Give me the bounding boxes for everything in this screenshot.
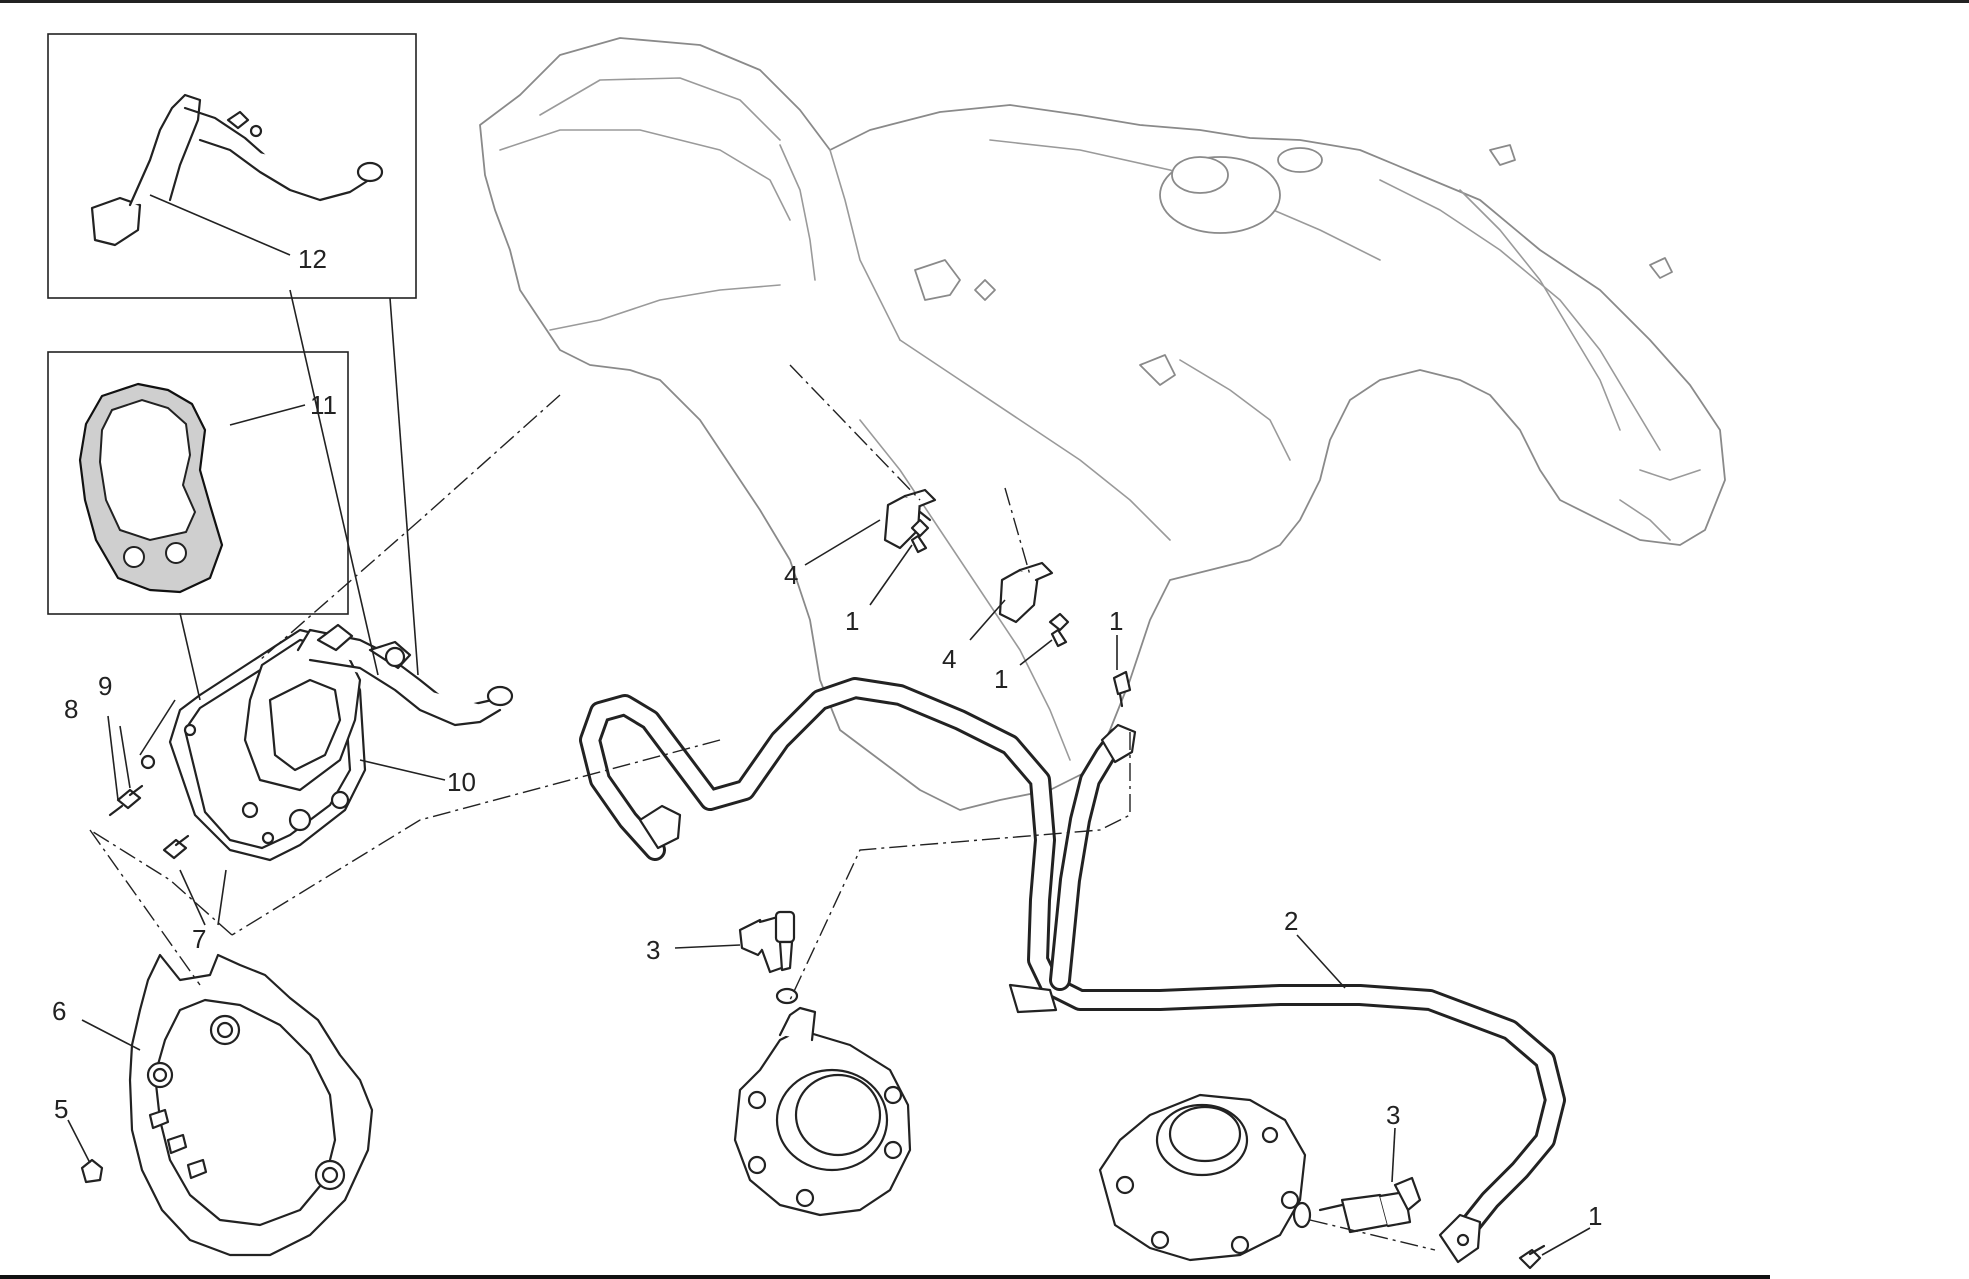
callout-1-b: 1 — [994, 664, 1008, 694]
callout-4-right: 4 — [942, 644, 956, 674]
assembly-lines — [89, 364, 1436, 1251]
callout-6: 6 — [52, 996, 66, 1026]
callout-10: 10 — [447, 767, 476, 797]
callout-2: 2 — [1284, 906, 1298, 936]
detail-box-12 — [47, 33, 417, 299]
fuel-tank — [479, 37, 1726, 811]
wiring-bracket-12 — [90, 93, 384, 247]
callout-9: 9 — [98, 671, 112, 701]
callout-1-d: 1 — [1588, 1201, 1602, 1231]
callout-3-left: 3 — [646, 935, 660, 965]
leader-lines — [67, 194, 1591, 1256]
callout-labels: 12 11 10 9 8 7 6 5 4 4 1 1 1 1 3 3 2 — [52, 244, 1602, 1231]
injector-3-left — [738, 910, 799, 1005]
callout-4-left: 4 — [784, 560, 798, 590]
callout-8: 8 — [64, 694, 78, 724]
fasteners-7-8-9 — [108, 754, 190, 860]
callout-1-a: 1 — [845, 606, 859, 636]
fuel-pump-10 — [168, 623, 514, 862]
throttle-body-right — [1098, 1093, 1307, 1262]
clip-bracket-4-left — [883, 488, 937, 550]
screw-1-a — [910, 518, 930, 554]
clip-bracket-4-right — [998, 561, 1054, 624]
injector-3-right — [1292, 1176, 1422, 1234]
screw-1-d — [1518, 1244, 1546, 1270]
fuel-hose-2 — [579, 677, 1566, 1264]
callout-12: 12 — [298, 244, 327, 274]
screw-1-b — [1048, 612, 1070, 648]
detail-box-11 — [47, 351, 349, 615]
pump-gasket-11 — [78, 382, 224, 594]
throttle-body-left — [733, 1006, 912, 1217]
callout-11: 11 — [310, 390, 337, 420]
callout-3-right: 3 — [1386, 1100, 1400, 1130]
screw-1-c — [1112, 670, 1132, 708]
callout-5: 5 — [54, 1094, 68, 1124]
callout-7: 7 — [192, 924, 206, 954]
cover-6 — [128, 953, 374, 1257]
washer-5 — [80, 1158, 104, 1184]
callout-1-c: 1 — [1109, 606, 1123, 636]
